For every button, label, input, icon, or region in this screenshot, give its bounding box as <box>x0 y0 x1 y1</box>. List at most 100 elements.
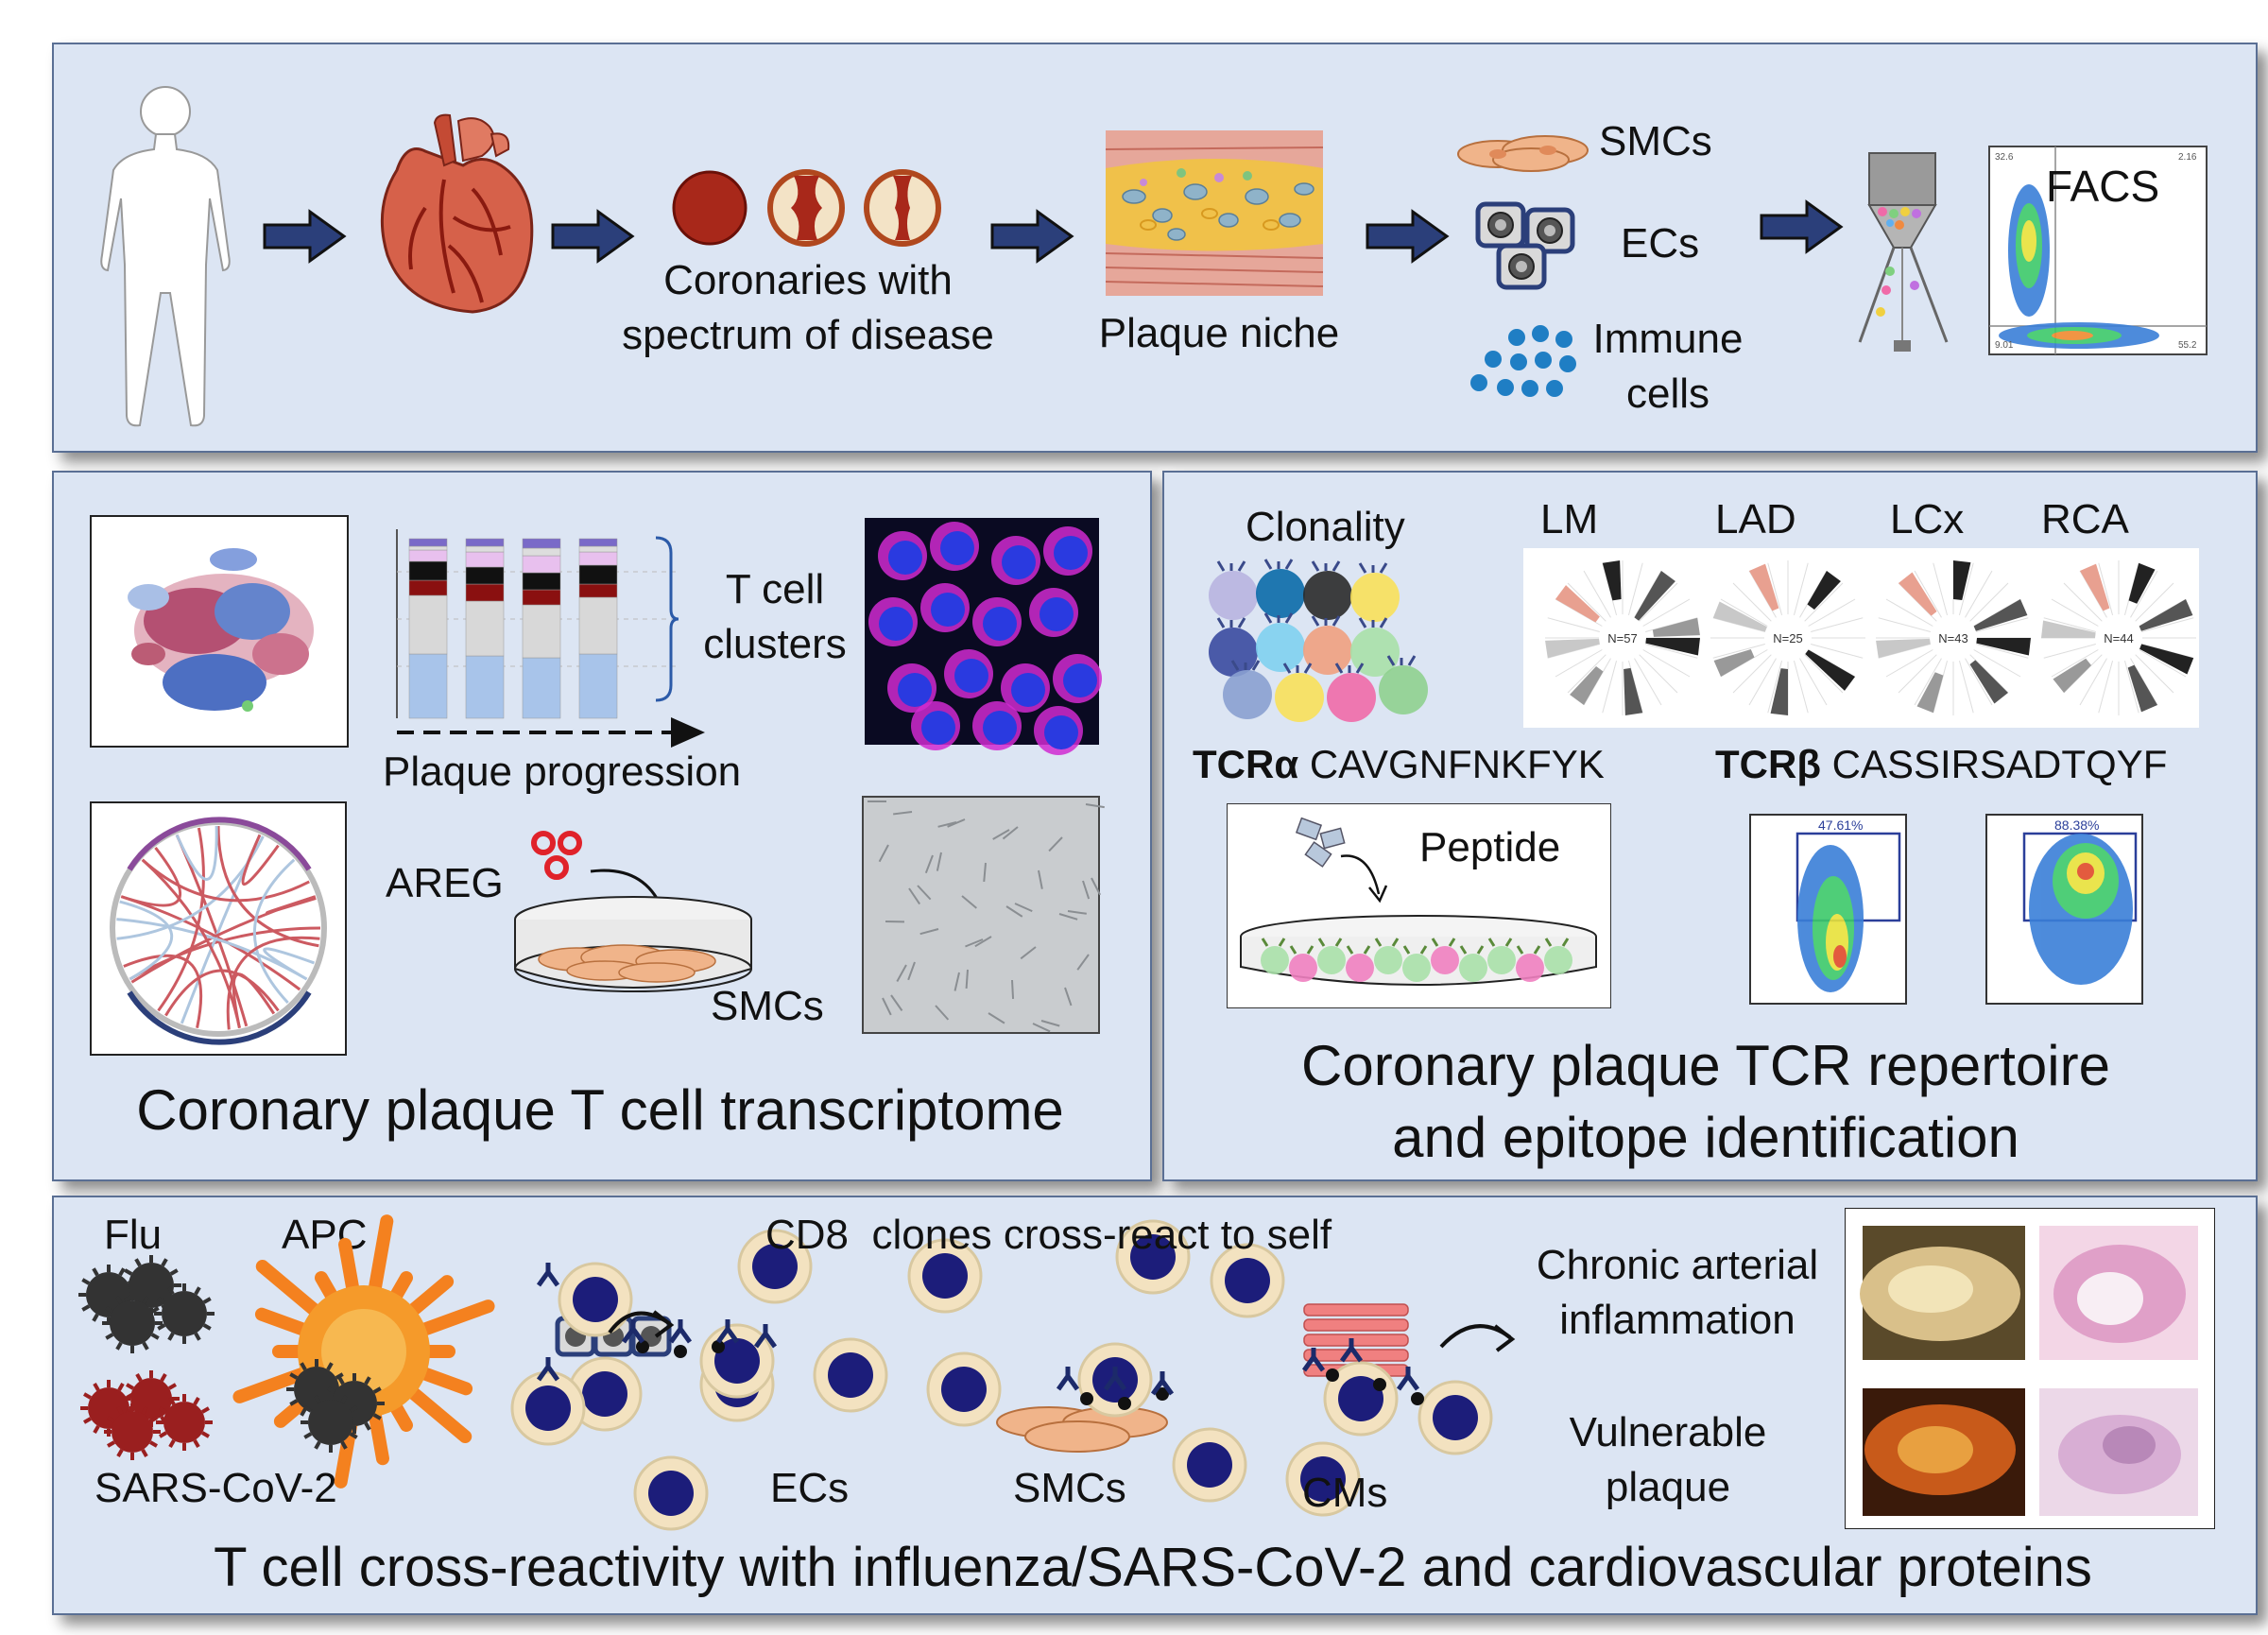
bf-cell <box>882 997 892 1016</box>
bar-segment <box>578 545 618 553</box>
coronary-cross-sections <box>672 169 941 247</box>
chord-link <box>141 858 241 1028</box>
rose-plot: N=25 <box>1710 560 1865 715</box>
bar-segment <box>578 551 618 566</box>
bf-cell <box>965 938 984 948</box>
coronaries-label: Coronaries with spectrum of disease <box>595 253 1021 363</box>
panel3-title-line2: and epitope identification <box>1392 1106 2019 1169</box>
cd8-label: CD8 clones cross-react to self <box>765 1212 1332 1258</box>
bar-segment <box>578 538 618 547</box>
facs-quadrant-ur: 2.16 <box>2178 152 2197 163</box>
bar-segment <box>408 579 448 596</box>
smcs-tissue-label: SMCs <box>1013 1465 1126 1511</box>
bar-segment <box>408 653 448 719</box>
tcell-clusters-line2: clusters <box>703 621 847 667</box>
coronaries-label-line2: spectrum of disease <box>622 312 994 358</box>
dish-cell <box>1487 946 1516 974</box>
bf-cell <box>974 936 992 948</box>
immune-cells-label: Immune cells <box>1573 312 1762 422</box>
smcs-dish-label: SMCs <box>711 983 824 1029</box>
bf-cell <box>1076 954 1090 971</box>
smc-cells-icon <box>1457 135 1589 172</box>
bf-cell <box>1014 903 1033 913</box>
vulnerable-line2: plaque <box>1605 1464 1731 1510</box>
chord-link <box>164 969 280 1017</box>
bf-cell <box>965 969 969 990</box>
dish-cell <box>1374 946 1402 974</box>
cms-tissue-label: CMs <box>1302 1470 1388 1516</box>
tcr-receptor <box>1056 1367 1080 1391</box>
panel3-title: Coronary plaque TCR repertoire and epito… <box>1172 1030 2240 1174</box>
vessel-label-lm: LM <box>1540 496 1599 542</box>
bf-cell <box>937 821 957 828</box>
bf-cell <box>896 964 907 982</box>
chord-link <box>232 972 276 1028</box>
tcr-receptor <box>1150 1371 1175 1396</box>
tcr-receptor <box>621 1319 645 1344</box>
peptide-label: Peptide <box>1419 824 1561 870</box>
cm-fiber <box>1303 1334 1409 1347</box>
chord-link <box>175 825 218 881</box>
chord-link <box>266 895 317 915</box>
heart-icon <box>380 113 534 314</box>
immune-label-line2: cells <box>1625 370 1710 417</box>
bracket-icon <box>655 536 679 702</box>
chronic-line1: Chronic arterial <box>1536 1242 1819 1288</box>
bf-cell <box>1038 869 1043 889</box>
petri-dish-smc-icon <box>514 896 752 992</box>
flu-label: Flu <box>104 1212 163 1258</box>
bf-cell <box>1067 910 1087 915</box>
flow-plot-2: 88.38% <box>1985 814 2143 1005</box>
bf-cell <box>890 994 903 1011</box>
tcr-receptor <box>1339 1338 1364 1363</box>
bar-segment <box>578 583 618 598</box>
tcrb-label: TCRβ <box>1715 742 1821 786</box>
fluorescence-microscopy-image <box>865 518 1102 755</box>
peptide-dot <box>1080 1392 1093 1405</box>
chord-link <box>119 900 174 981</box>
bf-cell <box>1011 979 1015 1000</box>
bar-segment <box>408 538 448 547</box>
tcr-receptor <box>715 1319 740 1344</box>
chronic-line2: inflammation <box>1559 1297 1796 1343</box>
virus-particle <box>129 1263 174 1308</box>
bf-cell <box>1002 826 1019 840</box>
peptide-dot <box>636 1340 649 1353</box>
arrow-right-icon <box>990 209 1074 264</box>
arrow-right-icon <box>1760 199 1844 254</box>
vulnerable-line1: Vulnerable <box>1569 1409 1767 1455</box>
bar-segment <box>408 560 448 581</box>
rose-n-label: N=44 <box>2104 631 2133 645</box>
clonality-label: Clonality <box>1246 504 1405 550</box>
panel3-title-line1: Coronary plaque TCR repertoire <box>1301 1034 2110 1097</box>
apc-label: APC <box>282 1212 368 1258</box>
areg-label: AREG <box>386 860 504 906</box>
facs-quadrant-lr: 55.2 <box>2178 340 2197 351</box>
human-body-icon <box>100 86 231 427</box>
rose-plot: N=43 <box>1876 560 2031 715</box>
bar-segment <box>578 653 618 719</box>
bf-cell <box>1064 987 1073 1007</box>
bf-cell <box>954 972 960 991</box>
tcra-seq: CAVGNFNKFYK <box>1309 742 1605 786</box>
tcrb-sequence: TCRβ CASSIRSADTQYF <box>1715 742 2167 787</box>
rose-plot: N=57 <box>1545 560 1700 715</box>
dish-cell <box>1544 946 1572 974</box>
panel2-title: Coronary plaque T cell transcriptome <box>136 1078 1064 1142</box>
bf-cell <box>919 928 939 936</box>
bar-segment <box>578 564 618 585</box>
dish-cell <box>1431 946 1459 974</box>
coronaries-label-line1: Coronaries with <box>663 257 953 303</box>
facs-quadrant-ul: 32.6 <box>1995 152 2014 163</box>
rose-n-label: N=43 <box>1938 631 1967 645</box>
peptide-dot <box>1156 1387 1169 1401</box>
bar-segment <box>408 549 448 562</box>
clone-cell <box>1209 628 1258 677</box>
facs-quadrant-ll: 9.01 <box>1995 340 2014 351</box>
chronic-inflammation-label: Chronic arterial inflammation <box>1517 1238 1838 1348</box>
bf-cell <box>924 854 934 874</box>
dish-cell <box>1261 946 1289 974</box>
chord-link <box>141 858 310 903</box>
clone-cell <box>1350 573 1400 622</box>
virus-illustration <box>78 1214 495 1489</box>
